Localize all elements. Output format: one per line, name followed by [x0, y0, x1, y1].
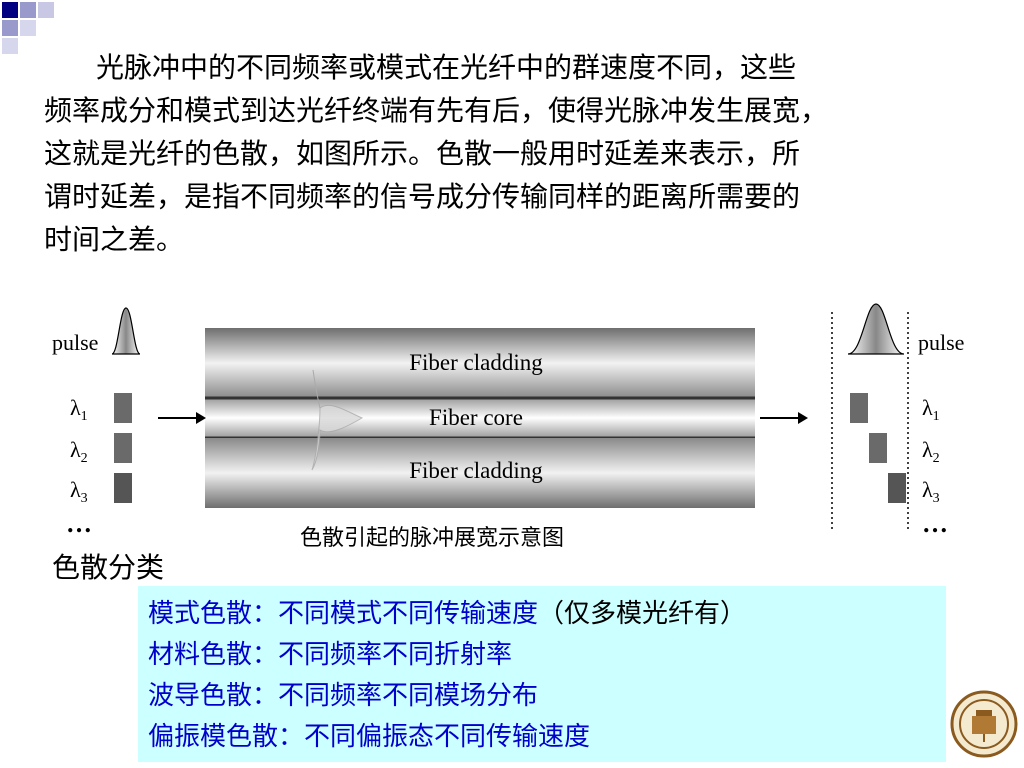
pulse-label-left: pulse: [52, 330, 98, 355]
item-name: 波导色散：: [148, 681, 279, 711]
pulse-label-right: pulse: [918, 330, 964, 355]
lambda-sub: 2: [81, 451, 88, 466]
lambda-symbol: λ: [922, 395, 933, 420]
corner-decoration: [2, 2, 54, 54]
lambda-symbol: λ: [922, 477, 933, 502]
pulse-in-fiber: [311, 404, 364, 471]
lambda-sub: 3: [933, 491, 940, 506]
classification-item: 材料色散：不同频率不同折射率: [148, 635, 936, 676]
figure-caption: 色散引起的脉冲展宽示意图: [300, 526, 565, 551]
input-pulse-icon: [111, 307, 141, 355]
cladding-top-label: Fiber cladding: [409, 350, 543, 375]
paragraph-line: 光脉冲中的不同频率或模式在光纤中的群速度不同，这些: [96, 51, 797, 84]
svg-text:λ1: λ1: [70, 395, 88, 424]
dispersion-figure: Fiber cladding Fiber core Fiber cladding…: [52, 303, 964, 538]
paragraph-line: 频率成分和模式到达光纤终端有先有后，使得光脉冲发生展宽，: [44, 94, 829, 127]
classification-item: 偏振模色散：不同偏振态不同传输速度: [148, 717, 936, 758]
wavelength-right-3: λ3: [922, 477, 940, 506]
fiber-cladding-bottom: [205, 438, 755, 508]
lambda-sub: 1: [933, 409, 940, 424]
classification-box: 模式色散：不同模式不同传输速度（仅多模光纤有） 材料色散：不同频率不同折射率 波…: [138, 586, 946, 762]
fiber-core: [205, 398, 755, 438]
wavelength-left-2: λ2: [70, 433, 132, 466]
item-name: 偏振模色散：: [148, 722, 305, 752]
core-label: Fiber core: [429, 405, 523, 430]
ellipsis-right: …: [922, 509, 948, 538]
lambda-sub: 1: [81, 409, 88, 424]
paragraph-line: 时间之差。: [44, 223, 185, 256]
item-name: 材料色散：: [148, 640, 279, 670]
university-seal-icon: [950, 690, 1018, 758]
wavelength-left-3: λ3: [70, 473, 132, 506]
fiber-cladding-top: [205, 328, 755, 398]
lambda-symbol: λ: [922, 437, 933, 462]
wavelength-left-1: λ1: [70, 393, 132, 424]
ellipsis-left: …: [66, 509, 92, 538]
wavelength-right-1: λ1: [922, 395, 940, 424]
lambda-symbol: λ: [70, 395, 81, 420]
input-arrow-icon: [196, 412, 206, 424]
item-desc: 不同偏振态不同传输速度: [304, 722, 591, 752]
classification-item: 波导色散：不同频率不同模场分布: [148, 676, 936, 717]
svg-text:λ2: λ2: [70, 437, 88, 466]
item-note: （仅多模光纤有）: [538, 599, 747, 629]
lambda-sub: 2: [933, 451, 940, 466]
item-desc: 不同频率不同模场分布: [278, 681, 539, 711]
classification-item: 模式色散：不同模式不同传输速度（仅多模光纤有）: [148, 594, 936, 635]
item-desc: 不同频率不同折射率: [278, 640, 513, 670]
wavelength-right-2-bar: [869, 433, 887, 463]
svg-text:λ3: λ3: [70, 477, 88, 506]
wavelength-right-3-bar: [888, 473, 906, 503]
paragraph-line: 谓时延差，是指不同频率的信号成分传输同样的距离所需要的: [44, 180, 801, 213]
lambda-symbol: λ: [70, 477, 81, 502]
intro-paragraph: 光脉冲中的不同频率或模式在光纤中的群速度不同，这些 频率成分和模式到达光纤终端有…: [44, 46, 994, 261]
item-name: 模式色散：: [148, 599, 279, 629]
wavelength-right-1-bar: [850, 393, 868, 423]
output-pulse-icon: [847, 303, 905, 355]
section-title: 色散分类: [52, 551, 165, 584]
item-desc: 不同模式不同传输速度: [278, 599, 539, 629]
lambda-symbol: λ: [70, 437, 81, 462]
lambda-sub: 3: [81, 491, 88, 506]
cladding-bottom-label: Fiber cladding: [409, 458, 543, 483]
wavelength-right-2: λ2: [922, 437, 940, 466]
paragraph-line: 这就是光纤的色散，如图所示。色散一般用时延差来表示，所: [44, 137, 801, 170]
output-arrow-icon: [798, 412, 808, 424]
